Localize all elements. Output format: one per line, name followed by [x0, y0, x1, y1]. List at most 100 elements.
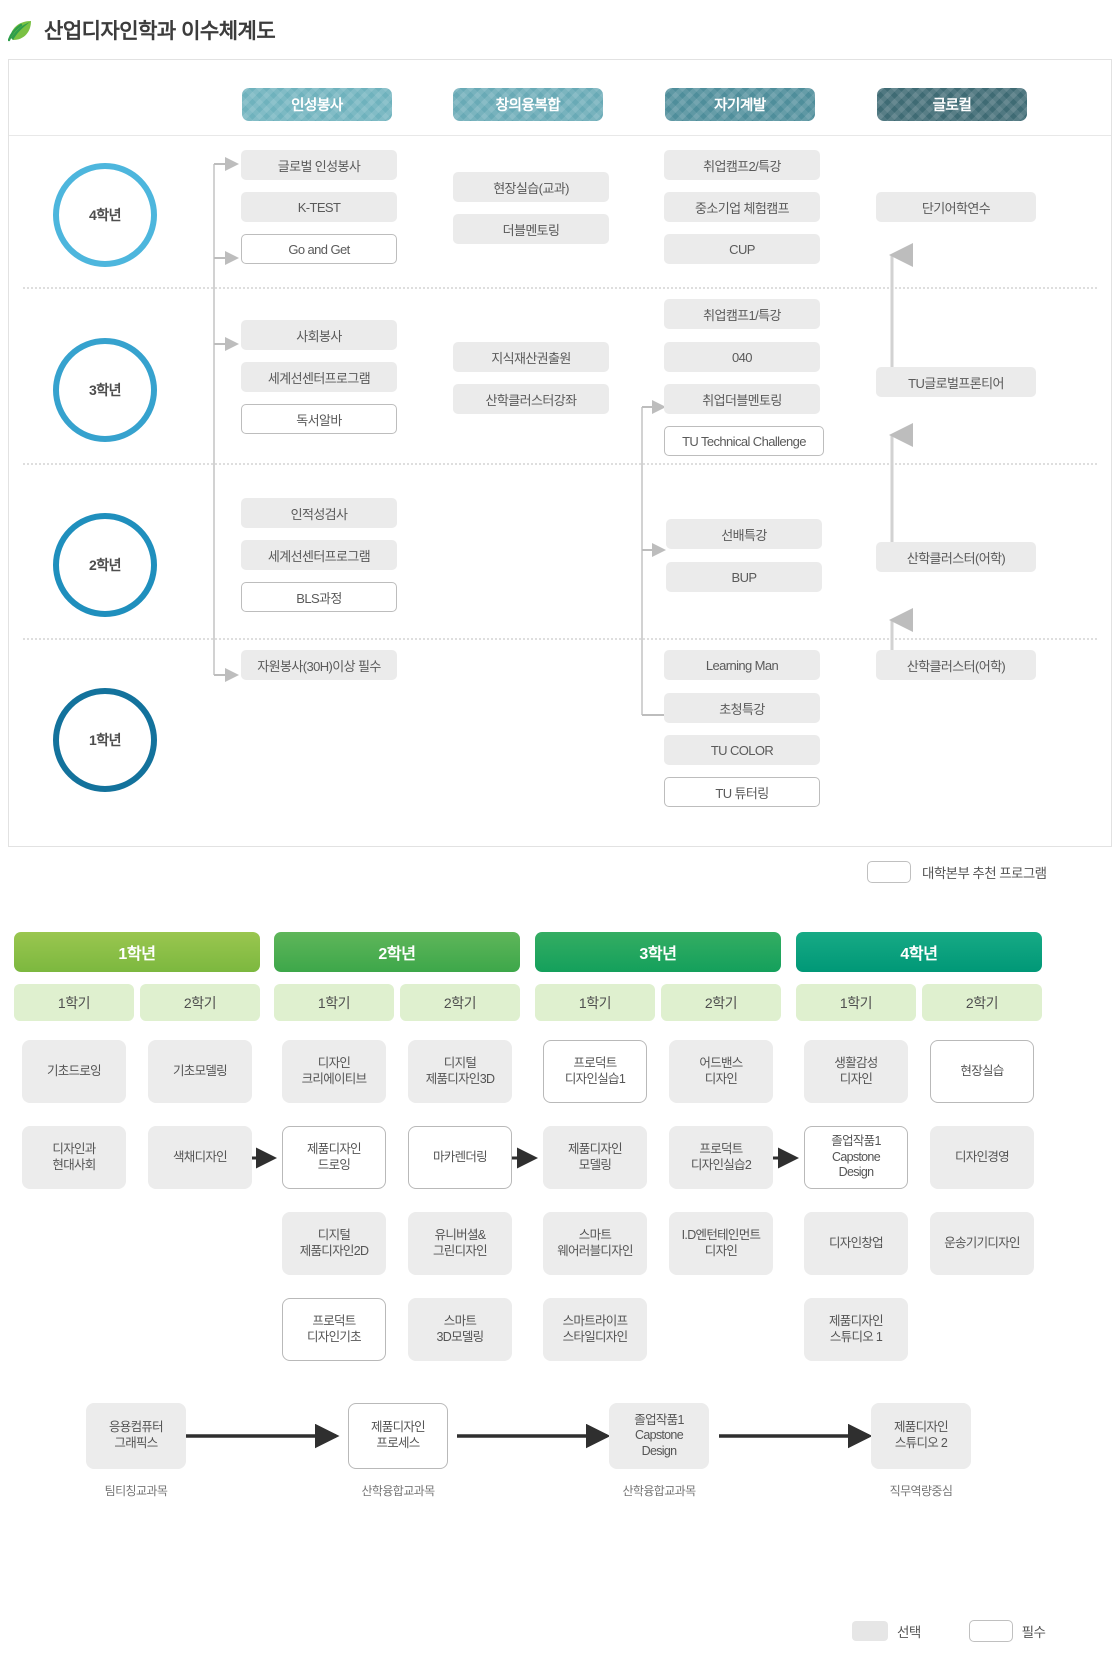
- semester-header: 2학기: [922, 984, 1042, 1021]
- program-chip[interactable]: 독서알바: [241, 404, 397, 434]
- curriculum-year-header-2: 2학년: [274, 932, 520, 972]
- year-divider-4-3: [23, 287, 1097, 289]
- program-chip[interactable]: 산학클러스터(어학): [876, 650, 1036, 680]
- program-chip[interactable]: 산학클러스터(어학): [876, 542, 1036, 572]
- year-divider-3-2: [23, 463, 1097, 465]
- leaf-icon: [8, 18, 34, 44]
- program-chip[interactable]: 단기어학연수: [876, 192, 1036, 222]
- program-chip[interactable]: 현장실습(교과): [453, 172, 609, 202]
- program-chip[interactable]: 사회봉사: [241, 320, 397, 350]
- semester-header: 2학기: [140, 984, 260, 1021]
- category-tab-jagi[interactable]: 자기계발: [665, 88, 815, 121]
- program-chip[interactable]: 세계선센터프로그램: [241, 540, 397, 570]
- program-chip[interactable]: 인적성검사: [241, 498, 397, 528]
- flow-caption: 산학융합교과목: [361, 1484, 435, 1498]
- legend-required-swatch: [968, 1620, 1013, 1642]
- program-chip[interactable]: BUP: [666, 562, 822, 592]
- course-cell[interactable]: 디자인경영: [930, 1126, 1034, 1189]
- legend-outline-label: 대학본부 추천 프로그램: [922, 866, 1047, 881]
- program-chip[interactable]: TU 튜터링: [664, 777, 820, 807]
- course-cell[interactable]: 유니버셜&그린디자인: [408, 1212, 512, 1275]
- course-cell[interactable]: 기초모델링: [148, 1040, 252, 1103]
- program-chip[interactable]: 중소기업 체험캠프: [664, 192, 820, 222]
- course-cell[interactable]: 기초드로잉: [22, 1040, 126, 1103]
- category-tab-bar: 인성봉사 창의융복합 자기계발 글로컬: [9, 60, 1111, 136]
- program-chip[interactable]: 자원봉사(30H)이상 필수: [241, 650, 397, 680]
- legend-elective-swatch: [852, 1621, 888, 1641]
- flow-caption: 직무역량중심: [889, 1484, 953, 1498]
- page-header: 산업디자인학과 이수체계도: [0, 0, 1120, 60]
- program-chip[interactable]: K-TEST: [241, 192, 397, 222]
- program-chip[interactable]: 취업더블멘토링: [664, 384, 820, 414]
- category-tab-inseong[interactable]: 인성봉사: [242, 88, 392, 121]
- curriculum-year-header-3: 3학년: [535, 932, 781, 972]
- year-divider-2-1: [23, 638, 1097, 640]
- program-chip[interactable]: 초청특강: [664, 693, 820, 723]
- legend-required-label: 필수: [1021, 1625, 1046, 1640]
- flow-caption: 팀티칭교과목: [104, 1484, 168, 1498]
- curriculum-year-header-1: 1학년: [14, 932, 260, 972]
- year-circle-2: 2학년: [53, 513, 157, 617]
- course-cell[interactable]: 디자인창업: [804, 1212, 908, 1275]
- program-chip[interactable]: Go and Get: [241, 234, 397, 264]
- legend-required: 필수: [968, 1620, 1046, 1642]
- roadmap-panel: 인성봉사 창의융복합 자기계발 글로컬 4학년 3학년 2학년 1학년: [8, 59, 1112, 847]
- program-chip[interactable]: 더블멘토링: [453, 214, 609, 244]
- program-chip[interactable]: TU글로벌프론티어: [876, 367, 1036, 397]
- program-chip[interactable]: BLS과정: [241, 582, 397, 612]
- semester-header: 1학기: [274, 984, 394, 1021]
- program-chip[interactable]: 지식재산권출원: [453, 342, 609, 372]
- semester-header: 2학기: [400, 984, 520, 1021]
- program-chip[interactable]: 취업캠프1/특강: [664, 299, 820, 329]
- legend-outline-swatch: [867, 861, 911, 883]
- semester-header: 1학기: [796, 984, 916, 1021]
- program-chip[interactable]: 글로벌 인성봉사: [241, 150, 397, 180]
- program-chip[interactable]: 산학클러스터강좌: [453, 384, 609, 414]
- program-chip[interactable]: TU COLOR: [664, 735, 820, 765]
- category-tab-global[interactable]: 글로컬: [877, 88, 1027, 121]
- curriculum-year-header-4: 4학년: [796, 932, 1042, 972]
- program-chip[interactable]: 040: [664, 342, 820, 372]
- program-chip[interactable]: 세계선센터프로그램: [241, 362, 397, 392]
- course-cell[interactable]: 현장실습: [930, 1040, 1034, 1103]
- program-chip[interactable]: TU Technical Challenge: [664, 426, 824, 456]
- course-cell[interactable]: 색채디자인: [148, 1126, 252, 1189]
- roadmap-legend: 대학본부 추천 프로그램: [867, 861, 1047, 883]
- course-cell[interactable]: 마카렌더링: [408, 1126, 512, 1189]
- legend-elective: 선택: [852, 1621, 921, 1641]
- course-cell[interactable]: 운송기기디자인: [930, 1212, 1034, 1275]
- program-chip[interactable]: 취업캠프2/특강: [664, 150, 820, 180]
- year-circle-1: 1학년: [53, 688, 157, 792]
- semester-header: 2학기: [661, 984, 781, 1021]
- program-chip[interactable]: CUP: [664, 234, 820, 264]
- category-tab-changui[interactable]: 창의융복합: [453, 88, 603, 121]
- program-chip[interactable]: Learning Man: [664, 650, 820, 680]
- page-title: 산업디자인학과 이수체계도: [44, 20, 276, 43]
- flow-caption: 산학융합교과목: [622, 1484, 696, 1498]
- program-chip[interactable]: 선배특강: [666, 519, 822, 549]
- legend-elective-label: 선택: [897, 1625, 921, 1640]
- curriculum-legend: 선택 필수: [852, 1620, 1046, 1642]
